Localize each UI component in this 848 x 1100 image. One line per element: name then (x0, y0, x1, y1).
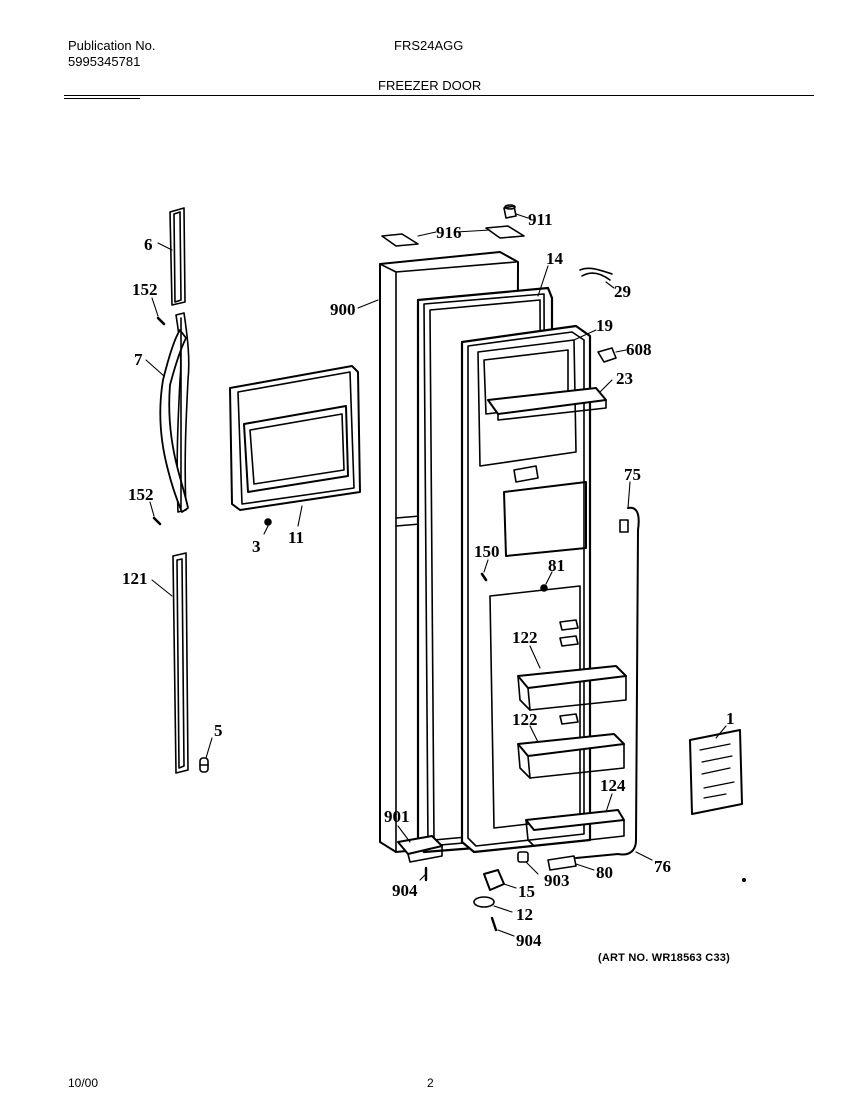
callout-122-upper: 122 (512, 628, 538, 647)
part-608-cap (597, 347, 617, 363)
callout-916: 916 (436, 223, 462, 242)
model-number: FRS24AGG (394, 38, 464, 53)
leader-lines (145, 213, 727, 937)
callout-76: 76 (654, 857, 671, 876)
part-916-spacer (381, 225, 525, 247)
callout-labels: 911 916 6 14 29 152 900 19 608 7 23 75 1… (122, 210, 735, 950)
part-76-water-tube (575, 506, 640, 859)
part-152-screw-bottom (152, 516, 162, 526)
header-rule (64, 95, 814, 96)
footer-date: 10/00 (68, 1076, 99, 1090)
callout-150: 150 (474, 542, 500, 561)
header-rule-accent (64, 98, 140, 99)
callout-904-right: 904 (516, 931, 542, 950)
callout-911: 911 (528, 210, 553, 229)
callout-6: 6 (144, 235, 153, 254)
section-title: FREEZER DOOR (378, 78, 482, 93)
part-75-tube-fitting (619, 519, 629, 533)
part-124-bottom-bin (525, 809, 625, 847)
part-81-screw (540, 584, 548, 592)
part-12-washer (473, 896, 495, 908)
callout-12: 12 (516, 905, 533, 924)
part-7-handle (159, 312, 190, 513)
callout-124: 124 (600, 776, 626, 795)
callout-5: 5 (214, 721, 223, 740)
callout-903: 903 (544, 871, 570, 890)
callout-23: 23 (616, 369, 633, 388)
callout-75: 75 (624, 465, 641, 484)
callout-1: 1 (726, 709, 735, 728)
callout-11: 11 (288, 528, 304, 547)
stray-dot (741, 877, 746, 882)
callout-900: 900 (330, 300, 356, 319)
part-29-wire-harness (579, 267, 613, 281)
part-122-door-bin-lower (517, 733, 625, 779)
footer-page-number: 2 (427, 1076, 434, 1090)
part-1-instruction-label (689, 729, 743, 815)
callout-80: 80 (596, 863, 613, 882)
part-3-screw (264, 518, 272, 526)
part-904-screw-right (490, 916, 498, 932)
callout-904-left: 904 (392, 881, 418, 900)
callout-14: 14 (546, 249, 564, 268)
callout-7: 7 (134, 350, 143, 369)
part-152-screw-top (156, 316, 166, 326)
callout-122-lower: 122 (512, 710, 538, 729)
part-122-door-bin-upper (517, 665, 627, 711)
bin-support-clips (559, 619, 579, 725)
part-903-fitting (517, 851, 529, 863)
callout-608: 608 (626, 340, 652, 359)
callout-81: 81 (548, 556, 565, 575)
part-80-connector (547, 855, 577, 871)
publication-label: Publication No. (68, 38, 156, 53)
callout-152-bottom: 152 (128, 485, 154, 504)
part-6-handle-trim-top (169, 207, 186, 306)
callout-121: 121 (122, 569, 148, 588)
part-11-dispenser-frame (229, 365, 361, 511)
callout-19: 19 (596, 316, 613, 335)
callout-3: 3 (252, 537, 261, 556)
callout-29: 29 (614, 282, 631, 301)
part-15-hinge (483, 869, 505, 891)
part-23-shelf (487, 387, 607, 421)
callout-152-top: 152 (132, 280, 158, 299)
part-150-screw (480, 572, 488, 582)
part-5-clip (199, 757, 209, 773)
part-911-bushing (503, 204, 517, 219)
callout-901: 901 (384, 807, 410, 826)
part-121-handle-trim-bottom (172, 552, 189, 774)
art-number: (ART NO. WR18563 C33) (598, 952, 730, 964)
callout-15: 15 (518, 882, 535, 901)
publication-number: 5995345781 (68, 54, 141, 69)
